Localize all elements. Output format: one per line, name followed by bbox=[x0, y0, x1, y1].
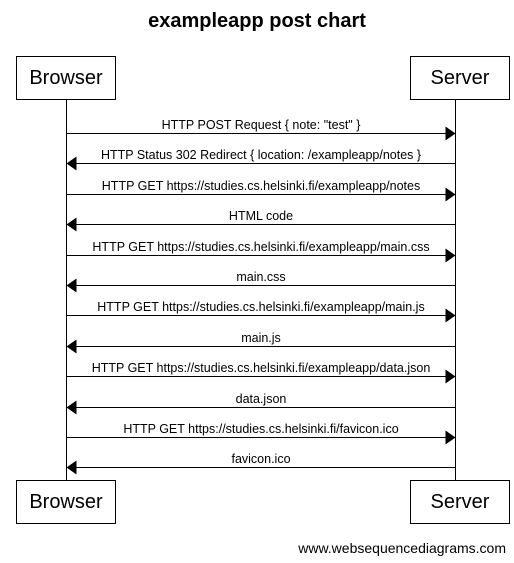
arrowhead-icon bbox=[445, 369, 456, 384]
arrowhead-icon bbox=[445, 430, 456, 445]
message-label: HTTP GET https://studies.cs.helsinki.fi/… bbox=[92, 239, 430, 254]
arrowhead-icon bbox=[445, 248, 456, 263]
arrowhead-icon bbox=[66, 400, 77, 415]
arrowhead-icon bbox=[445, 187, 456, 202]
participant-browser-bottom: Browser bbox=[16, 480, 116, 524]
arrowhead-icon bbox=[66, 339, 77, 354]
message-label: main.js bbox=[241, 330, 281, 345]
arrowhead-icon bbox=[445, 126, 456, 141]
server-lifeline bbox=[455, 100, 456, 480]
message-label: favicon.ico bbox=[231, 451, 291, 466]
arrowhead-icon bbox=[66, 217, 77, 232]
message-label: HTTP GET https://studies.cs.helsinki.fi/… bbox=[97, 299, 425, 314]
arrowhead-icon bbox=[66, 460, 77, 475]
participant-server-top: Server bbox=[410, 56, 510, 100]
arrowhead-icon bbox=[66, 156, 77, 171]
participant-server-bottom: Server bbox=[410, 480, 510, 524]
message-label: data.json bbox=[235, 391, 287, 406]
message-label: HTTP GET https://studies.cs.helsinki.fi/… bbox=[101, 178, 421, 193]
participant-browser-top: Browser bbox=[16, 56, 116, 100]
footer-credit: www.websequencediagrams.com bbox=[298, 540, 506, 556]
diagram-title: exampleapp post chart bbox=[148, 10, 366, 32]
message-label: HTTP Status 302 Redirect { location: /ex… bbox=[100, 147, 422, 162]
message-label: HTTP POST Request { note: "test" } bbox=[161, 117, 361, 132]
message-label: main.css bbox=[236, 269, 286, 284]
arrowhead-icon bbox=[445, 308, 456, 323]
browser-lifeline bbox=[66, 100, 67, 480]
message-label: HTTP GET https://studies.cs.helsinki.fi/… bbox=[91, 360, 431, 375]
arrowhead-icon bbox=[66, 278, 77, 293]
message-label: HTML code bbox=[228, 208, 294, 223]
message-label: HTTP GET https://studies.cs.helsinki.fi/… bbox=[123, 421, 399, 436]
